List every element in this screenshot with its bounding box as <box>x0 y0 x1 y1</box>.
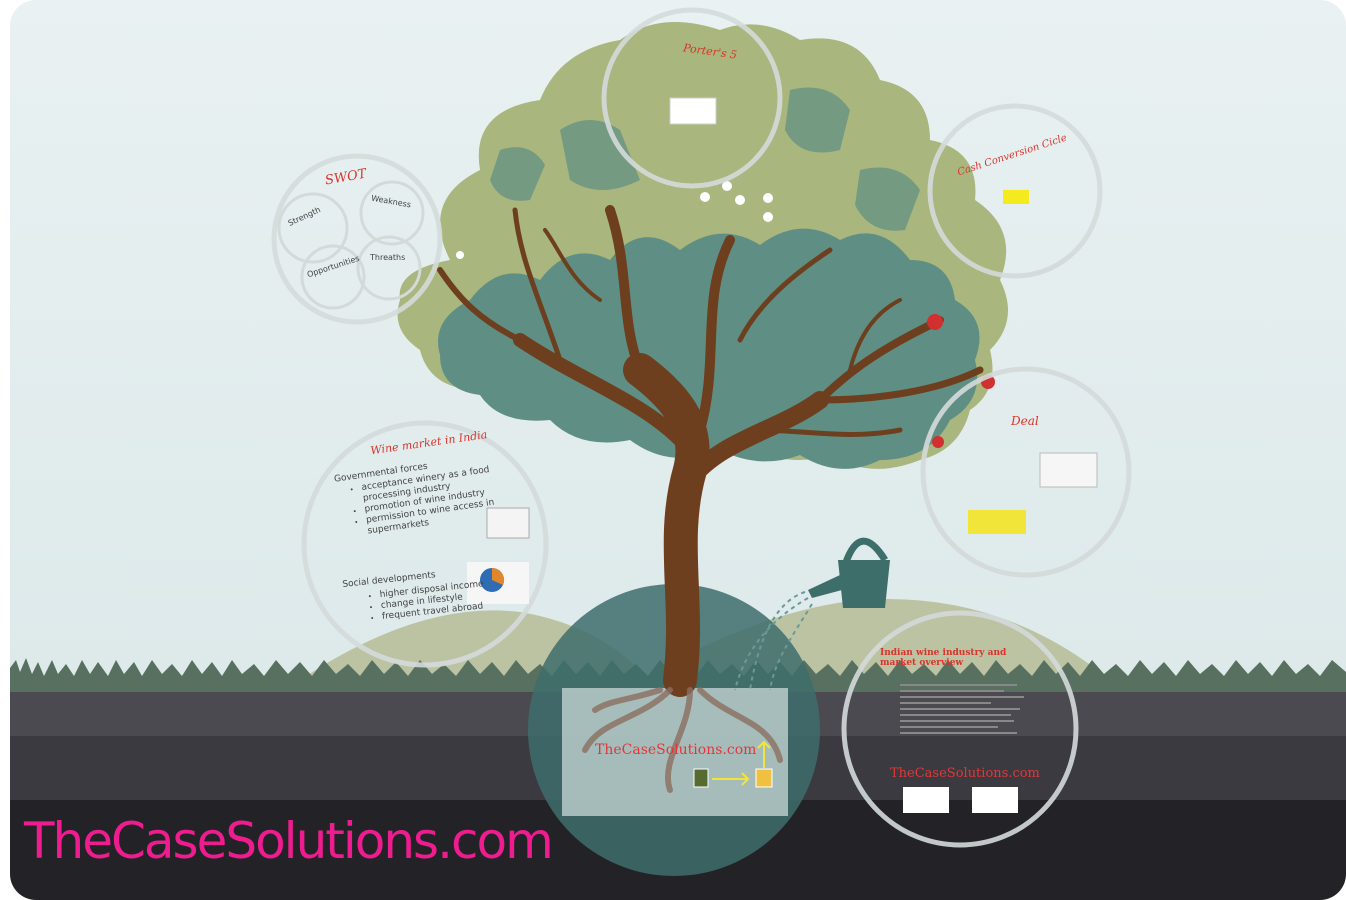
ccc-thumbnail <box>1003 190 1029 204</box>
tree-trunk <box>437 205 984 697</box>
deal-yellow-thumbnail <box>968 510 1026 534</box>
roots-thumb-green <box>693 768 709 788</box>
tree-roots <box>582 687 783 793</box>
watering-can <box>808 537 890 608</box>
deal-title[interactable]: Deal <box>1011 414 1039 428</box>
industry-title[interactable]: Indian wine industry and market overview <box>880 648 1007 668</box>
wine-market-thumbnail <box>486 507 530 539</box>
roots-thumb-yellow <box>755 768 773 788</box>
roots-watermark: TheCaseSolutions.com <box>595 742 757 758</box>
brand-logo: TheCaseSolutions.com <box>24 812 554 870</box>
frame-circles <box>271 7 1132 848</box>
roots-arrow-up <box>757 740 771 768</box>
roots-arrow <box>712 772 750 786</box>
flowers <box>456 181 773 259</box>
water-stream <box>734 591 813 691</box>
industry-watermark: TheCaseSolutions.com <box>890 766 1040 781</box>
apple <box>927 314 943 330</box>
swot-threaths[interactable]: Threaths <box>370 253 406 262</box>
industry-thumbnail-left <box>903 787 949 813</box>
apple <box>932 436 944 448</box>
industry-text-lines <box>900 680 1030 738</box>
deal-table-thumbnail <box>1039 452 1098 488</box>
porters-thumbnail <box>669 97 717 125</box>
swot-inner-circles <box>277 180 425 310</box>
industry-thumbnail-right <box>972 787 1018 813</box>
